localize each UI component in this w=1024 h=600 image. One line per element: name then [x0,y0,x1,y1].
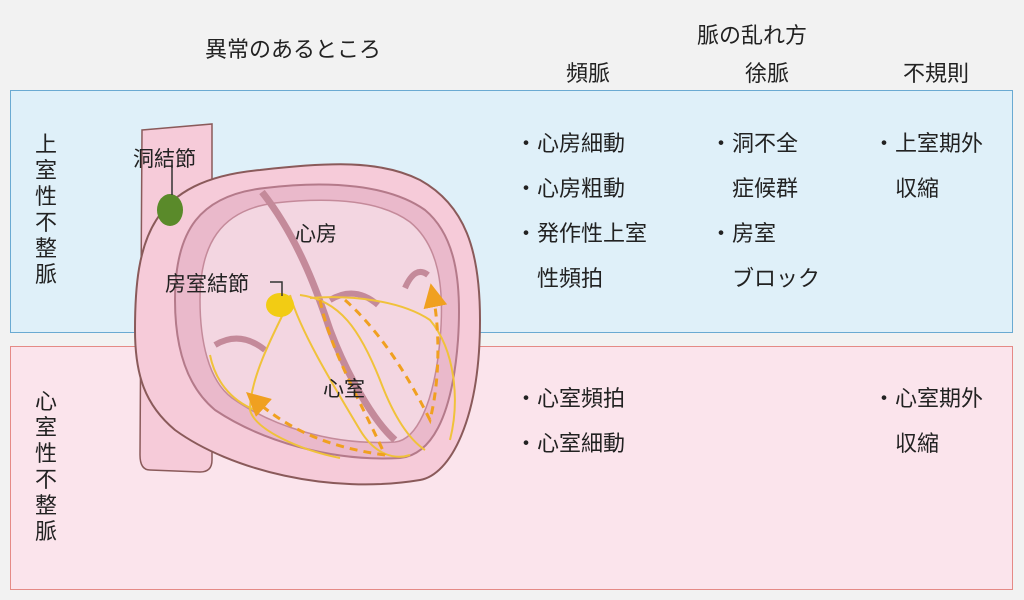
header-location: 異常のあるところ [205,38,382,63]
list-item: ・心室細動 [515,432,626,457]
valve-shape-apex [402,269,430,290]
sinus-node-dot [157,194,183,226]
list-item: ブロック [710,267,821,292]
list-item: ・洞不全 [710,132,799,157]
supraventricular-irregular-list: ・上室期外 収縮 [873,122,983,212]
header-brady: 徐脈 [745,62,790,87]
av-node-pointer [270,281,283,296]
list-item: ・上室期外 [873,132,984,157]
atrium-label: 心房 [295,222,337,246]
list-item: 性頻拍 [515,267,604,292]
list-item: 症候群 [710,177,799,202]
list-item: ・心室期外 [873,387,984,412]
supraventricular-label: 上室性不整脈 [34,133,57,288]
list-item: 収縮 [873,432,940,457]
conduction-arrow-right [344,283,448,425]
list-item: ・発作性上室 [515,222,648,247]
list-item: ・心房細動 [515,132,626,157]
list-item: 収縮 [873,177,940,202]
list-item: ・房室 [710,222,777,247]
sinus-node-label: 洞結節 [133,147,196,171]
supraventricular-brady-list: ・洞不全 症候群 ・房室 ブロック [710,122,820,302]
ventricular-irregular-list: ・心室期外 収縮 [873,377,983,467]
septum-shape [259,189,398,443]
list-item: ・心室頻拍 [515,387,626,412]
header-pulse-group: 脈の乱れ方 [697,24,808,49]
conduction-arrow-left [246,392,386,457]
list-item: ・心房粗動 [515,177,626,202]
header-irregular: 不規則 [903,62,970,87]
av-node-label: 房室結節 [165,272,249,296]
av-node-dot [266,293,294,317]
ventricular-tachy-list: ・心室頻拍 ・心室細動 [515,377,625,467]
ventricular-label: 心室性不整脈 [34,390,57,545]
conduction-arrow-septum [318,299,387,456]
supraventricular-tachy-list: ・心房細動 ・心房粗動 ・発作性上室 性頻拍 [515,122,647,302]
header-tachy: 頻脈 [566,62,611,87]
ventricle-label: 心室 [323,377,365,401]
valve-shape [213,335,267,353]
